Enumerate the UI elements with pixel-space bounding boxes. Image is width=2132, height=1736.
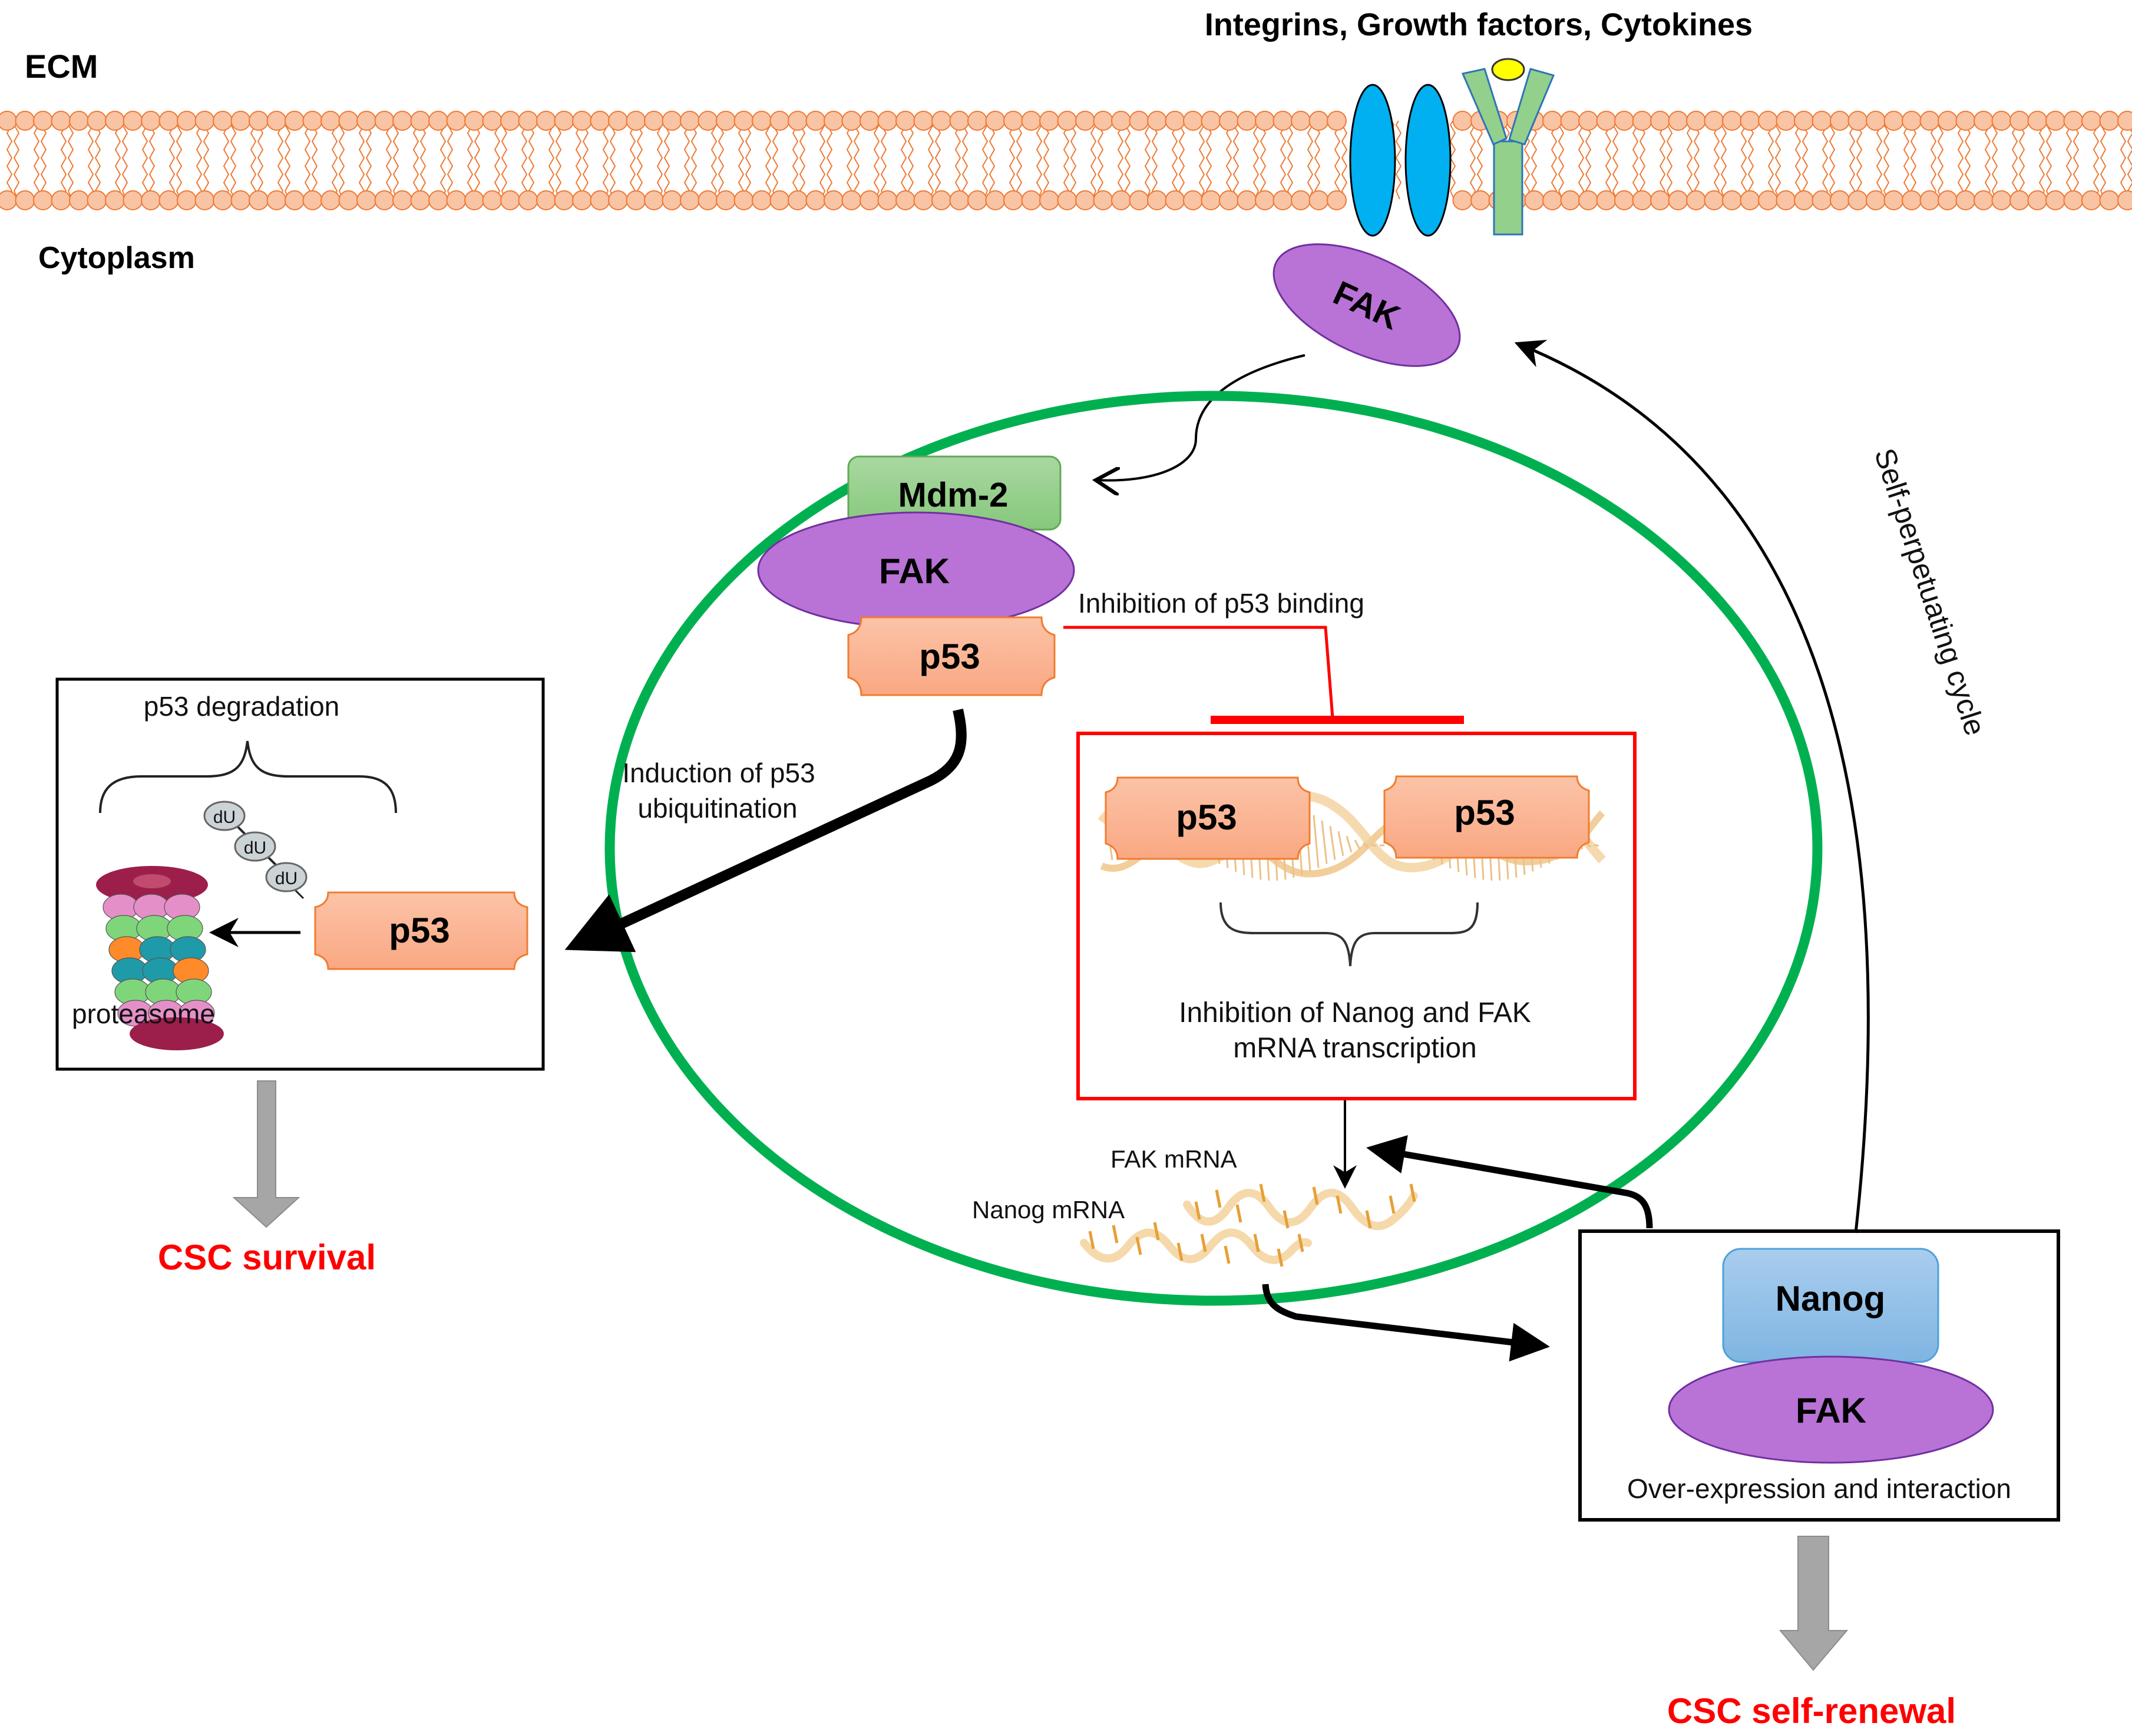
p53-bound-left-protein <box>1105 776 1311 860</box>
fak-membrane-protein: FAK <box>1272 243 1461 367</box>
svg-text:dU: dU <box>244 838 266 858</box>
survival-outcome-arrow <box>232 1080 300 1228</box>
inhibition-binding-label: Inhibition of p53 binding <box>1078 588 1364 619</box>
ubiquitination-arrow <box>564 708 967 953</box>
nanog-fak-box <box>1578 1229 2060 1522</box>
mrna-to-nanog-arrow <box>1262 1284 1550 1362</box>
lipid-heads-top <box>0 111 2132 131</box>
self-perpetuating-cycle-label: Self-perpetuating cycle <box>1868 444 1992 739</box>
fak-nuclear-label: FAK <box>879 551 950 591</box>
overexpression-label: Over-expression and interaction <box>1627 1473 2011 1504</box>
inhibition-transcription-label-2: mRNA transcription <box>1233 1033 1476 1064</box>
degradation-label: p53 degradation <box>144 691 340 722</box>
nanog-label: Nanog <box>1776 1279 1886 1318</box>
p53-bound-right-protein <box>1383 775 1590 859</box>
p53-bound-right-label: p53 <box>1454 793 1515 832</box>
fak-mrna-label: FAK mRNA <box>1110 1145 1237 1173</box>
ubiquitin-chain-icon: dU dU dU <box>203 801 308 900</box>
degradation-brace <box>99 740 397 814</box>
integrin-icon <box>1404 84 1452 237</box>
induction-label-1: Induction of p53 <box>622 758 815 788</box>
dna-brace <box>1219 902 1479 967</box>
p53-degradation-label: p53 <box>389 911 449 950</box>
csc-survival-label: CSC survival <box>158 1238 376 1277</box>
csc-self-renewal-label: CSC self-renewal <box>1667 1691 1956 1731</box>
ligand-icon <box>1491 58 1525 81</box>
p53-degradation-box <box>55 677 545 1071</box>
receptors-label: Integrins, Growth factors, Cytokines <box>1205 7 1753 42</box>
cell-membrane <box>0 111 2132 210</box>
svg-text:dU: dU <box>275 869 298 888</box>
lipid-heads-bottom <box>0 190 2132 210</box>
fak-mrna-icon <box>1183 1189 1418 1231</box>
inhibition-transcription-label-1: Inhibition of Nanog and FAK <box>1179 997 1531 1029</box>
self-renewal-outcome-arrow <box>1779 1536 1849 1671</box>
growth-factor-receptor-icon <box>1461 68 1555 236</box>
p53-complex-label: p53 <box>919 637 980 676</box>
p53-bound-left-label: p53 <box>1176 798 1237 837</box>
transcription-inhibition-box <box>1076 732 1637 1100</box>
ecm-label: ECM <box>25 48 98 85</box>
nanog-mrna-label: Nanog mRNA <box>972 1196 1125 1224</box>
cytoplasm-label: Cytoplasm <box>38 241 195 275</box>
p53-complex-protein <box>847 616 1056 696</box>
nanog-to-mrna-arrow <box>1366 1135 1653 1229</box>
integrin-icon <box>1349 84 1396 237</box>
fak-overexpressed-protein <box>1668 1355 1994 1464</box>
mdm2-label: Mdm-2 <box>898 476 1009 514</box>
proteasome-label: proteasome <box>72 998 215 1029</box>
proteasome-icon <box>96 866 224 1050</box>
svg-text:dU: dU <box>213 808 236 827</box>
fak-overexpressed-label: FAK <box>1796 1391 1866 1430</box>
fak-to-mdm2-arrow <box>1096 354 1305 481</box>
p53-degradation-protein <box>314 891 528 970</box>
induction-label-2: ubiquitination <box>637 793 797 824</box>
nucleus <box>604 391 1823 1306</box>
self-perpetuating-cycle-arrow <box>1514 339 1870 1234</box>
inhibition-binding-line <box>1063 626 1334 718</box>
nanog-mrna-icon <box>1080 1228 1312 1264</box>
